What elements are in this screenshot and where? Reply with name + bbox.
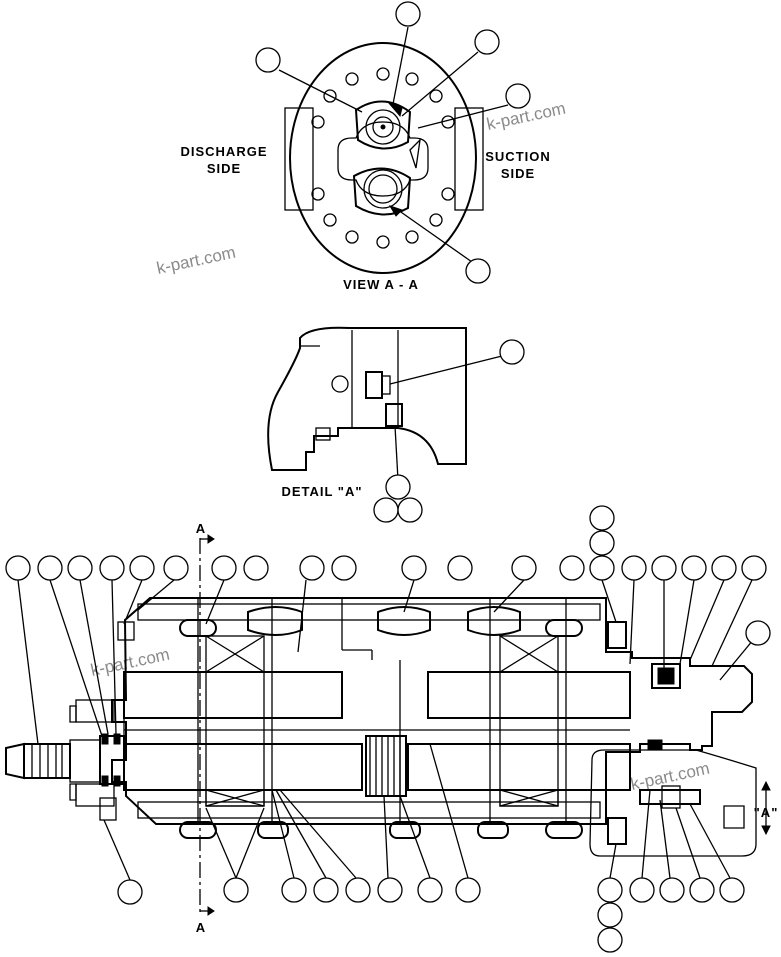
bolt-holes <box>311 67 455 249</box>
callout-balloon <box>597 902 623 928</box>
callout-balloon <box>629 877 655 903</box>
callout-balloon <box>129 555 155 581</box>
callout-balloon <box>505 83 531 109</box>
callout-balloon <box>281 877 307 903</box>
callout-balloon <box>559 555 585 581</box>
callout-balloon <box>385 474 411 500</box>
callout-balloon <box>163 555 189 581</box>
callouts-bottom-row <box>117 877 745 953</box>
callout-balloon <box>465 258 491 284</box>
suction-side-label-1: SUCTION <box>485 149 551 164</box>
callout-balloon <box>651 555 677 581</box>
suction-side-label-2: SIDE <box>501 166 535 181</box>
callout-balloon <box>243 555 269 581</box>
callout-balloon <box>499 339 525 365</box>
callout-balloon <box>474 29 500 55</box>
view-aa-caption: VIEW A - A <box>343 277 419 292</box>
section-view: A A <box>5 505 779 953</box>
callout-balloon <box>37 555 63 581</box>
callout-balloon <box>741 555 767 581</box>
watermark: k-part.com <box>89 645 171 680</box>
callout-balloon <box>345 877 371 903</box>
section-cut-label-top: A <box>196 521 206 536</box>
callout-balloon <box>719 877 745 903</box>
callout-balloon <box>67 555 93 581</box>
discharge-side-label-1: DISCHARGE <box>180 144 267 159</box>
callout-balloon <box>99 555 125 581</box>
callout-balloon <box>373 497 399 523</box>
callout-balloon <box>597 927 623 953</box>
callout-balloon <box>589 555 615 581</box>
callout-balloon <box>711 555 737 581</box>
callout-balloon <box>511 555 537 581</box>
gear-block <box>205 635 265 807</box>
callout-balloon <box>401 555 427 581</box>
side-view-ref-label: "A" <box>754 805 779 820</box>
section-cut-label-bottom: A <box>196 920 206 935</box>
callout-balloon <box>255 47 281 73</box>
detail-a-caption: DETAIL "A" <box>281 484 362 499</box>
callout-balloon <box>455 877 481 903</box>
watermark: k-part.com <box>155 243 237 278</box>
callout-balloon <box>621 555 647 581</box>
callout-balloon <box>331 555 357 581</box>
callout-balloon <box>313 877 339 903</box>
callout-balloon <box>5 555 31 581</box>
watermark: k-part.com <box>629 759 711 794</box>
callout-balloon <box>681 555 707 581</box>
gear-block <box>499 635 559 807</box>
callout-balloon <box>597 877 623 903</box>
callout-balloon <box>589 505 615 531</box>
callouts-top-row <box>5 505 771 646</box>
discharge-side-label-2: SIDE <box>207 161 241 176</box>
view-aa: DISCHARGE SIDE SUCTION SIDE VIEW A - A <box>180 1 551 292</box>
callout-balloon <box>117 879 143 905</box>
callout-balloon <box>745 620 771 646</box>
detail-a: DETAIL "A" <box>267 326 525 523</box>
callout-balloon <box>447 555 473 581</box>
callout-balloon <box>397 497 423 523</box>
callout-balloon <box>223 877 249 903</box>
callout-balloon <box>659 877 685 903</box>
callout-balloon <box>417 877 443 903</box>
callout-balloon <box>395 1 421 27</box>
callout-balloon <box>299 555 325 581</box>
callout-balloon <box>689 877 715 903</box>
callout-balloon <box>211 555 237 581</box>
callout-balloon <box>589 530 615 556</box>
callout-balloon <box>377 877 403 903</box>
